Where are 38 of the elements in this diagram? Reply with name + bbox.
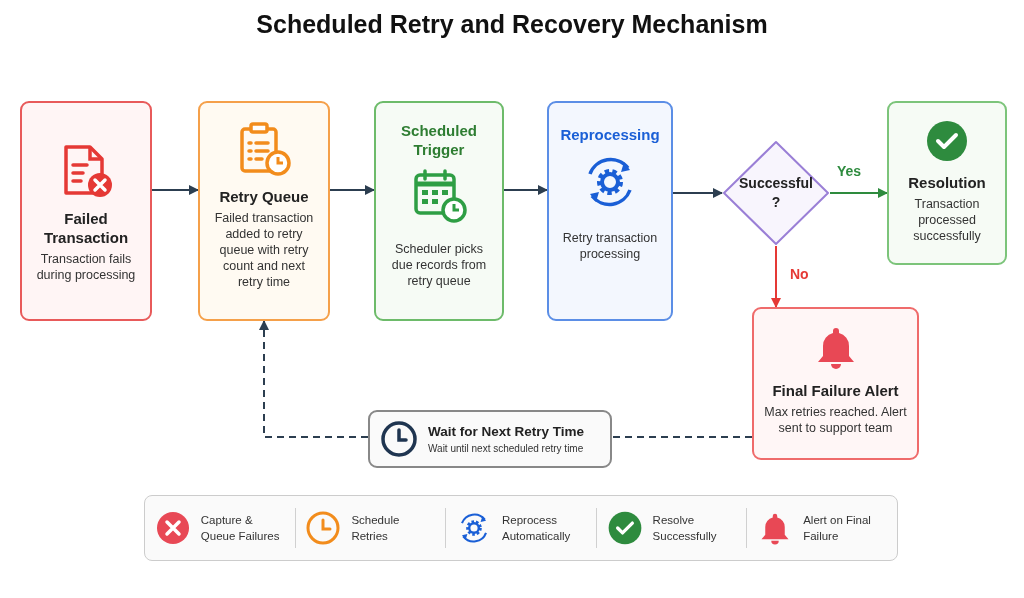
legend-label: Resolve Successfully	[652, 513, 718, 544]
box-heading: Failed Transaction	[42, 209, 130, 247]
wait-box	[368, 410, 612, 468]
box-description: Scheduler picks due records from retry queue	[390, 241, 488, 289]
edge-label: Yes	[835, 163, 864, 179]
legend-label: Schedule Retries	[351, 513, 401, 544]
box-description: Transaction fails during processing	[35, 251, 137, 283]
box-heading: Resolution	[908, 173, 986, 192]
arrow	[771, 245, 781, 308]
arrow	[503, 185, 548, 195]
legend-label: Capture & Queue Failures	[200, 513, 281, 544]
process-box	[20, 101, 152, 321]
arrow	[829, 188, 888, 198]
process-box	[198, 101, 330, 321]
box-heading: Reprocessing	[560, 125, 660, 144]
process-box	[752, 307, 919, 460]
box-description: Transaction processed successfully	[912, 196, 982, 244]
edge-label: No	[788, 266, 811, 282]
box-description: Max retries reached. Alert sent to support team	[763, 404, 908, 436]
arrow	[329, 185, 375, 195]
decision-diamond	[722, 140, 830, 246]
legend-label: Alert on Final Failure	[803, 513, 872, 544]
legend-label: Reprocess Automatically	[502, 513, 572, 544]
box-heading: Scheduled Trigger	[400, 121, 478, 159]
box-description: Retry transaction processing	[561, 230, 659, 262]
box-description: Wait until next scheduled retry time	[428, 442, 585, 455]
arrow	[672, 188, 723, 198]
diagram-title: Scheduled Retry and Recovery Mechanism	[255, 10, 769, 39]
box-heading: Final Failure Alert	[772, 381, 899, 400]
process-box	[547, 101, 673, 321]
box-heading: Retry Queue	[219, 187, 309, 206]
box-heading: Wait for Next Retry Time	[428, 423, 585, 441]
arrow	[151, 185, 199, 195]
box-description: Failed transaction added to retry queue with retry count and next retry time	[214, 210, 314, 290]
process-box	[887, 101, 1007, 265]
dashed-arrow	[259, 320, 369, 438]
process-box	[374, 101, 504, 321]
decision-label: Successful ?	[738, 174, 814, 212]
